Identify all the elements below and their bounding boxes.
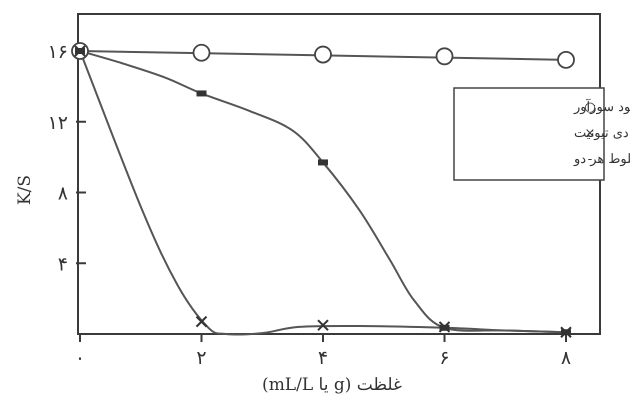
point-square-marker [439, 324, 450, 331]
point-x-marker [195, 315, 208, 328]
point-circle-marker [435, 47, 454, 66]
legend: ○سود سوزآور ×سدیم دی تیونیت -مخلوط هر دو [453, 87, 630, 181]
legend-label: مخلوط هر دو [573, 152, 630, 167]
x-tick-label: ۸ [561, 347, 571, 369]
y-tick-label: ۱۲ [48, 112, 68, 134]
point-square-marker [561, 329, 571, 336]
point-square-marker [75, 48, 85, 54]
x-axis-title: غلظت (g یا mL/L) [262, 375, 402, 395]
x-tick-label: ۰ [75, 347, 85, 369]
legend-symbol: × [585, 126, 596, 141]
series-line-2 [79, 50, 567, 336]
point-circle-marker [314, 45, 332, 64]
x-tick-label: ۶ [439, 347, 449, 369]
point-circle-marker [557, 50, 575, 69]
legend-box [453, 87, 605, 181]
point-square-marker [318, 159, 328, 166]
legend-symbol: ○ [584, 100, 595, 115]
legend-label: سدیم دی تیونیت [574, 126, 630, 141]
x-tick-label: ۴ [318, 347, 328, 369]
x-tick-label: ۲ [196, 347, 206, 369]
point-circle-marker [192, 43, 211, 62]
y-tick-label: ۸ [58, 183, 68, 205]
y-tick-label: ۴ [58, 253, 68, 275]
legend-label: سود سوزآور [573, 98, 630, 115]
point-square-marker [196, 90, 207, 97]
point-x-marker [317, 319, 329, 331]
legend-symbol: - [588, 152, 592, 167]
y-tick-label: ۱۶ [48, 41, 68, 63]
markers-group [71, 42, 575, 338]
y-axis-title: K/S [15, 175, 35, 205]
